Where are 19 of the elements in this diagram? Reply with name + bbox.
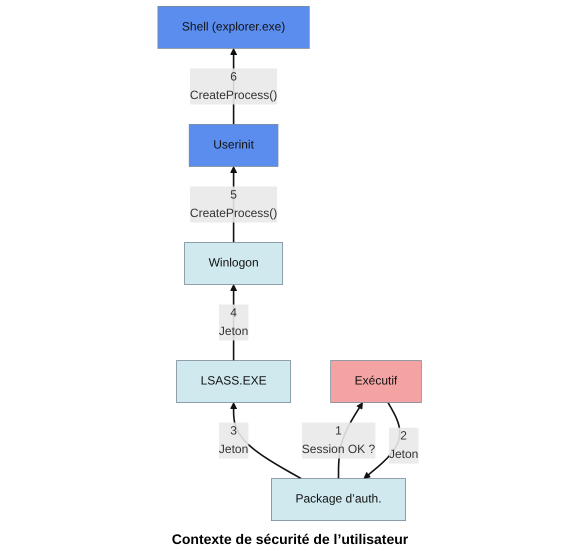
node-box: Shell (explorer.exe) xyxy=(158,6,310,49)
node-box: Userinit xyxy=(189,124,279,167)
edge-label: Jeton xyxy=(219,324,249,338)
label: 4 xyxy=(230,306,238,320)
node-box: Exécutif xyxy=(330,360,422,403)
label: 6 xyxy=(230,70,238,84)
edge-label: Jeton xyxy=(389,447,419,461)
note-text: Contexte de sécurité de l’utilisateur xyxy=(170,530,410,549)
edge-label: Jeton xyxy=(219,442,249,456)
node-box: Package d’auth. xyxy=(271,478,406,521)
label: 2 xyxy=(400,429,408,443)
label: 5 xyxy=(230,188,238,202)
edge-label: CreateProcess() xyxy=(190,206,278,220)
edge-label: Session OK ? xyxy=(302,442,376,456)
node-box: LSASS.EXE xyxy=(176,360,292,403)
label: 3 xyxy=(230,424,238,438)
label: 1 xyxy=(336,424,342,438)
edge-label: CreateProcess() xyxy=(190,88,278,102)
node-box: Winlogon xyxy=(184,242,284,285)
